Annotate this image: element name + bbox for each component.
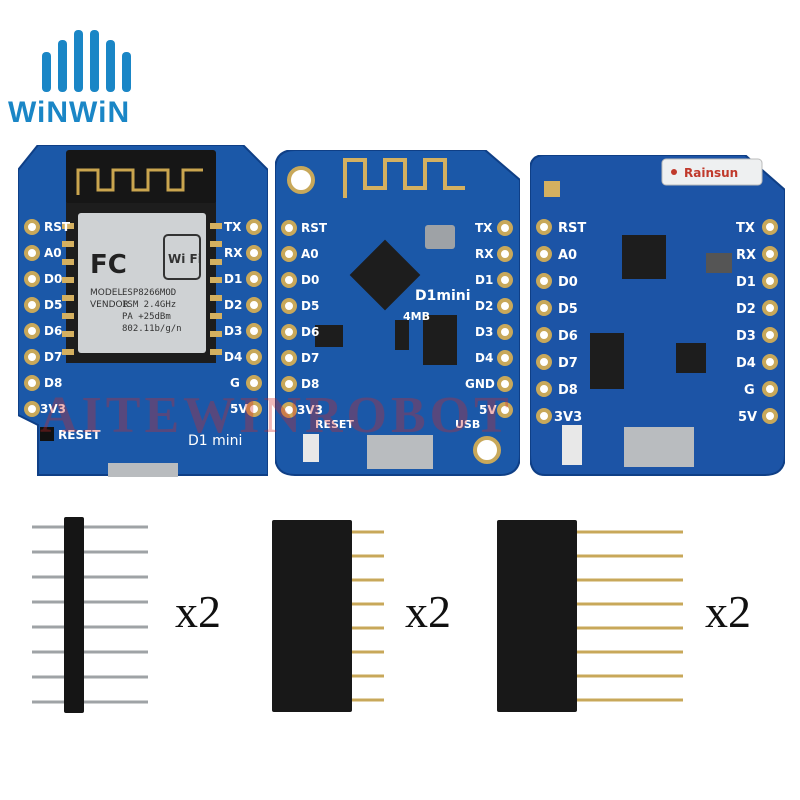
ipex-connector	[544, 181, 560, 197]
pin-label: GND	[465, 377, 495, 391]
usb-label: USB	[455, 418, 480, 431]
pin-label: D7	[44, 350, 62, 364]
brand-logo: WiNWiN	[0, 0, 170, 140]
board-name: D1 mini	[188, 433, 242, 449]
pin-label: 3V3	[554, 410, 582, 425]
pin-label: A0	[558, 248, 577, 263]
pin-label: G	[230, 376, 240, 390]
d1-mini-pro-board: Rainsun RST A0 D0 D5 D6 D7 D8 3V3 TX RX …	[530, 155, 785, 476]
female-socket-header-image	[272, 520, 384, 712]
pin-label: D2	[224, 298, 242, 312]
d1-mini-lite-board: RST A0 D0 D5 D6 D7 D8 3V3 TX RX D1 D2 D3…	[275, 150, 520, 476]
pin-label: D5	[558, 302, 578, 317]
usb-port	[624, 427, 694, 467]
pin-label: D0	[44, 272, 62, 286]
pin-label: D3	[224, 324, 242, 338]
pin-label: 3V3	[297, 403, 323, 417]
logo-bars-icon	[42, 30, 131, 92]
pin-label: D6	[558, 329, 578, 344]
pin-label: D4	[224, 350, 242, 364]
reset-button	[40, 427, 54, 441]
module-mark-chip: ESP8266MOD	[122, 288, 176, 298]
reset-label: RESET	[315, 418, 354, 431]
pin-label: RX	[475, 247, 494, 261]
module-mark-model: MODEL	[90, 288, 122, 298]
reset-button	[562, 425, 582, 465]
pin-label: D0	[558, 275, 578, 290]
pin-label: D4	[475, 351, 493, 365]
long-female-socket-header-image	[497, 520, 683, 712]
antenna-label: Rainsun	[684, 166, 738, 180]
module-mark-wifi: Wi Fi	[168, 252, 202, 266]
pin-label: D8	[558, 383, 578, 398]
usb-port	[108, 463, 178, 477]
pin-label: 5V	[230, 402, 248, 416]
reset-button	[303, 434, 319, 462]
reset-label: RESET	[58, 428, 101, 442]
pin-label: 5V	[479, 403, 497, 417]
quantity-label: x2	[175, 586, 221, 637]
pin-label: D8	[301, 377, 319, 391]
brand-name: WiNWiN	[8, 96, 131, 129]
module-mark-ism: ISM 2.4GHz	[122, 300, 176, 310]
wifi-logo-icon	[163, 234, 201, 280]
pin-label: D8	[44, 376, 62, 390]
pin-label: D1	[475, 273, 493, 287]
pin-label: D5	[301, 299, 319, 313]
pin-label: TX	[475, 221, 493, 235]
pin-label: D2	[475, 299, 493, 313]
pin-label: TX	[224, 220, 242, 234]
pin-label: D1	[736, 275, 756, 290]
module-mark-vendor: VENDOR	[90, 300, 129, 310]
pin-label: RX	[224, 246, 243, 260]
pin-label: D0	[301, 273, 319, 287]
flash-label: 4MB	[403, 310, 430, 323]
pin-label: RST	[301, 221, 328, 235]
pin-label: RST	[558, 221, 586, 236]
pin-label: D1	[224, 272, 242, 286]
pin-label: D7	[558, 356, 578, 371]
pin-label: RX	[736, 248, 756, 263]
pin-label: D3	[736, 329, 756, 344]
pin-label: RST	[44, 220, 71, 234]
pin-label: D6	[44, 324, 62, 338]
quantity-label: x2	[705, 586, 751, 637]
d1-mini-board: FC MODEL VENDOR ESP8266MOD ISM 2.4GHz PA…	[18, 145, 268, 477]
module-mark-pa: PA +25dBm	[122, 312, 171, 322]
pin-label: D4	[736, 356, 756, 371]
module-mark-fc: FC	[90, 250, 127, 280]
pin-label: D7	[301, 351, 319, 365]
board-title: D1mini	[415, 288, 471, 304]
usb-port	[367, 435, 433, 469]
ceramic-antenna	[661, 158, 763, 186]
pin-label: D5	[44, 298, 62, 312]
pin-label: 5V	[738, 410, 757, 425]
pin-label: D3	[475, 325, 493, 339]
pin-label: A0	[44, 246, 62, 260]
pin-label: G	[744, 383, 755, 398]
pin-label: A0	[301, 247, 319, 261]
pin-label: 3V3	[40, 402, 66, 416]
quantity-label: x2	[405, 586, 451, 637]
module-mark-protocol: 802.11b/g/n	[122, 324, 182, 334]
watermark: AITEWINROBOT	[40, 387, 513, 444]
male-pin-header-image	[32, 517, 148, 713]
pin-label: TX	[736, 221, 755, 236]
pin-label: D6	[301, 325, 319, 339]
pin-label: D2	[736, 302, 756, 317]
